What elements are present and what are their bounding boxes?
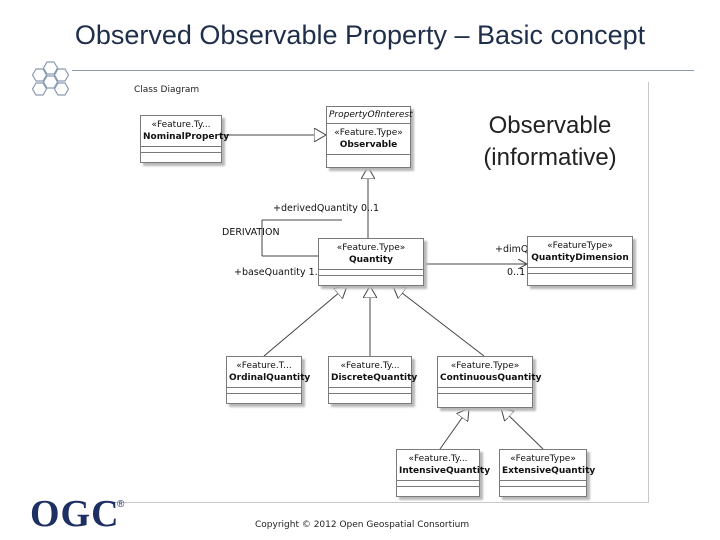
diagram-frame — [108, 82, 649, 503]
edge-label-dimq-multiplicity: 0..1 — [507, 267, 526, 278]
class-name: NominalProperty — [143, 132, 230, 142]
class-stereotype: «FeatureType» — [547, 241, 613, 251]
class-name: QuantityDimension — [531, 253, 629, 263]
class-attributes — [319, 270, 423, 276]
title-divider — [72, 70, 694, 71]
class-name: ContinuousQuantity — [440, 373, 542, 383]
class-operations — [141, 153, 221, 158]
edge-label-derived-quantity: +derivedQuantity 0..1 — [273, 203, 380, 214]
class-stereotype: «Feature.Type» — [450, 361, 520, 371]
class-attributes — [329, 388, 411, 394]
copyright-text: Copyright © 2012 Open Geospatial Consort… — [255, 520, 470, 530]
class-name: DiscreteQuantity — [331, 373, 418, 383]
class-discrete-quantity[interactable]: «Feature.Ty... DiscreteQuantity — [328, 356, 418, 404]
class-extensive-quantity[interactable]: «FeatureType» ExtensiveQuantity — [499, 449, 596, 497]
class-superclass: PropertyOfInterest — [329, 110, 413, 120]
diagram-label: Class Diagram — [134, 85, 200, 95]
class-quantity[interactable]: «Feature.Type» Quantity — [318, 238, 424, 286]
edge-label-derivation: DERIVATION — [222, 227, 280, 238]
class-stereotype: «Feature.Ty... — [408, 454, 468, 464]
edge-label-dimq: +dimQ — [495, 244, 529, 255]
class-stereotype: «Feature.T... — [236, 361, 292, 371]
edge-continuous-to-quantity — [393, 286, 485, 357]
slide-title: Observed Observable Property – Basic con… — [74, 20, 646, 50]
ogc-logo: OGC — [30, 493, 120, 535]
class-quantity-dimension[interactable]: «FeatureType» QuantityDimension — [527, 236, 633, 286]
note-line-2: (informative) — [483, 144, 617, 171]
class-name: Quantity — [348, 255, 394, 265]
class-attributes — [500, 481, 586, 487]
class-continuous-quantity[interactable]: «Feature.Type» ContinuousQuantity — [437, 356, 542, 408]
class-stereotype: «FeatureType» — [510, 454, 576, 464]
edge-ordinal-to-quantity — [263, 286, 347, 357]
class-attributes — [327, 155, 410, 160]
class-name: Observable — [339, 140, 398, 150]
class-nominal-property[interactable]: «Feature.Ty... NominalProperty — [140, 115, 230, 163]
class-operations — [397, 487, 479, 492]
class-attributes — [227, 388, 301, 394]
observable-note: Observable (informative) — [462, 110, 638, 174]
class-stereotype: «Feature.Ty... — [151, 120, 211, 130]
class-name: ExtensiveQuantity — [502, 466, 596, 476]
edge-extensive-to-continuous — [501, 408, 544, 450]
edge-intensive-to-continuous — [439, 408, 469, 450]
class-operations — [227, 394, 301, 399]
class-attributes — [141, 147, 221, 153]
class-observable[interactable]: PropertyOfInterest «Feature.Type» Observ… — [326, 106, 413, 168]
class-operations — [528, 274, 632, 279]
class-stereotype: «Feature.Ty... — [340, 361, 400, 371]
class-operations — [329, 394, 411, 399]
edge-label-base-quantity: +baseQuantity 1..* — [234, 267, 326, 278]
class-stereotype: «Feature.Type» — [336, 243, 406, 253]
class-attributes — [528, 268, 632, 274]
registered-mark: ® — [117, 499, 125, 510]
class-intensive-quantity[interactable]: «Feature.Ty... IntensiveQuantity — [396, 449, 491, 497]
class-name: IntensiveQuantity — [399, 466, 491, 476]
class-name: OrdinalQuantity — [229, 373, 311, 383]
note-line-1: Observable — [488, 112, 612, 139]
class-attributes — [438, 388, 532, 394]
class-operations — [319, 276, 423, 281]
class-stereotype: «Feature.Type» — [334, 128, 403, 138]
class-attributes — [397, 481, 479, 487]
class-operations — [500, 487, 586, 492]
class-ordinal-quantity[interactable]: «Feature.T... OrdinalQuantity — [226, 356, 311, 404]
class-operations — [438, 394, 532, 399]
hexagon-cluster-icon — [31, 61, 70, 96]
